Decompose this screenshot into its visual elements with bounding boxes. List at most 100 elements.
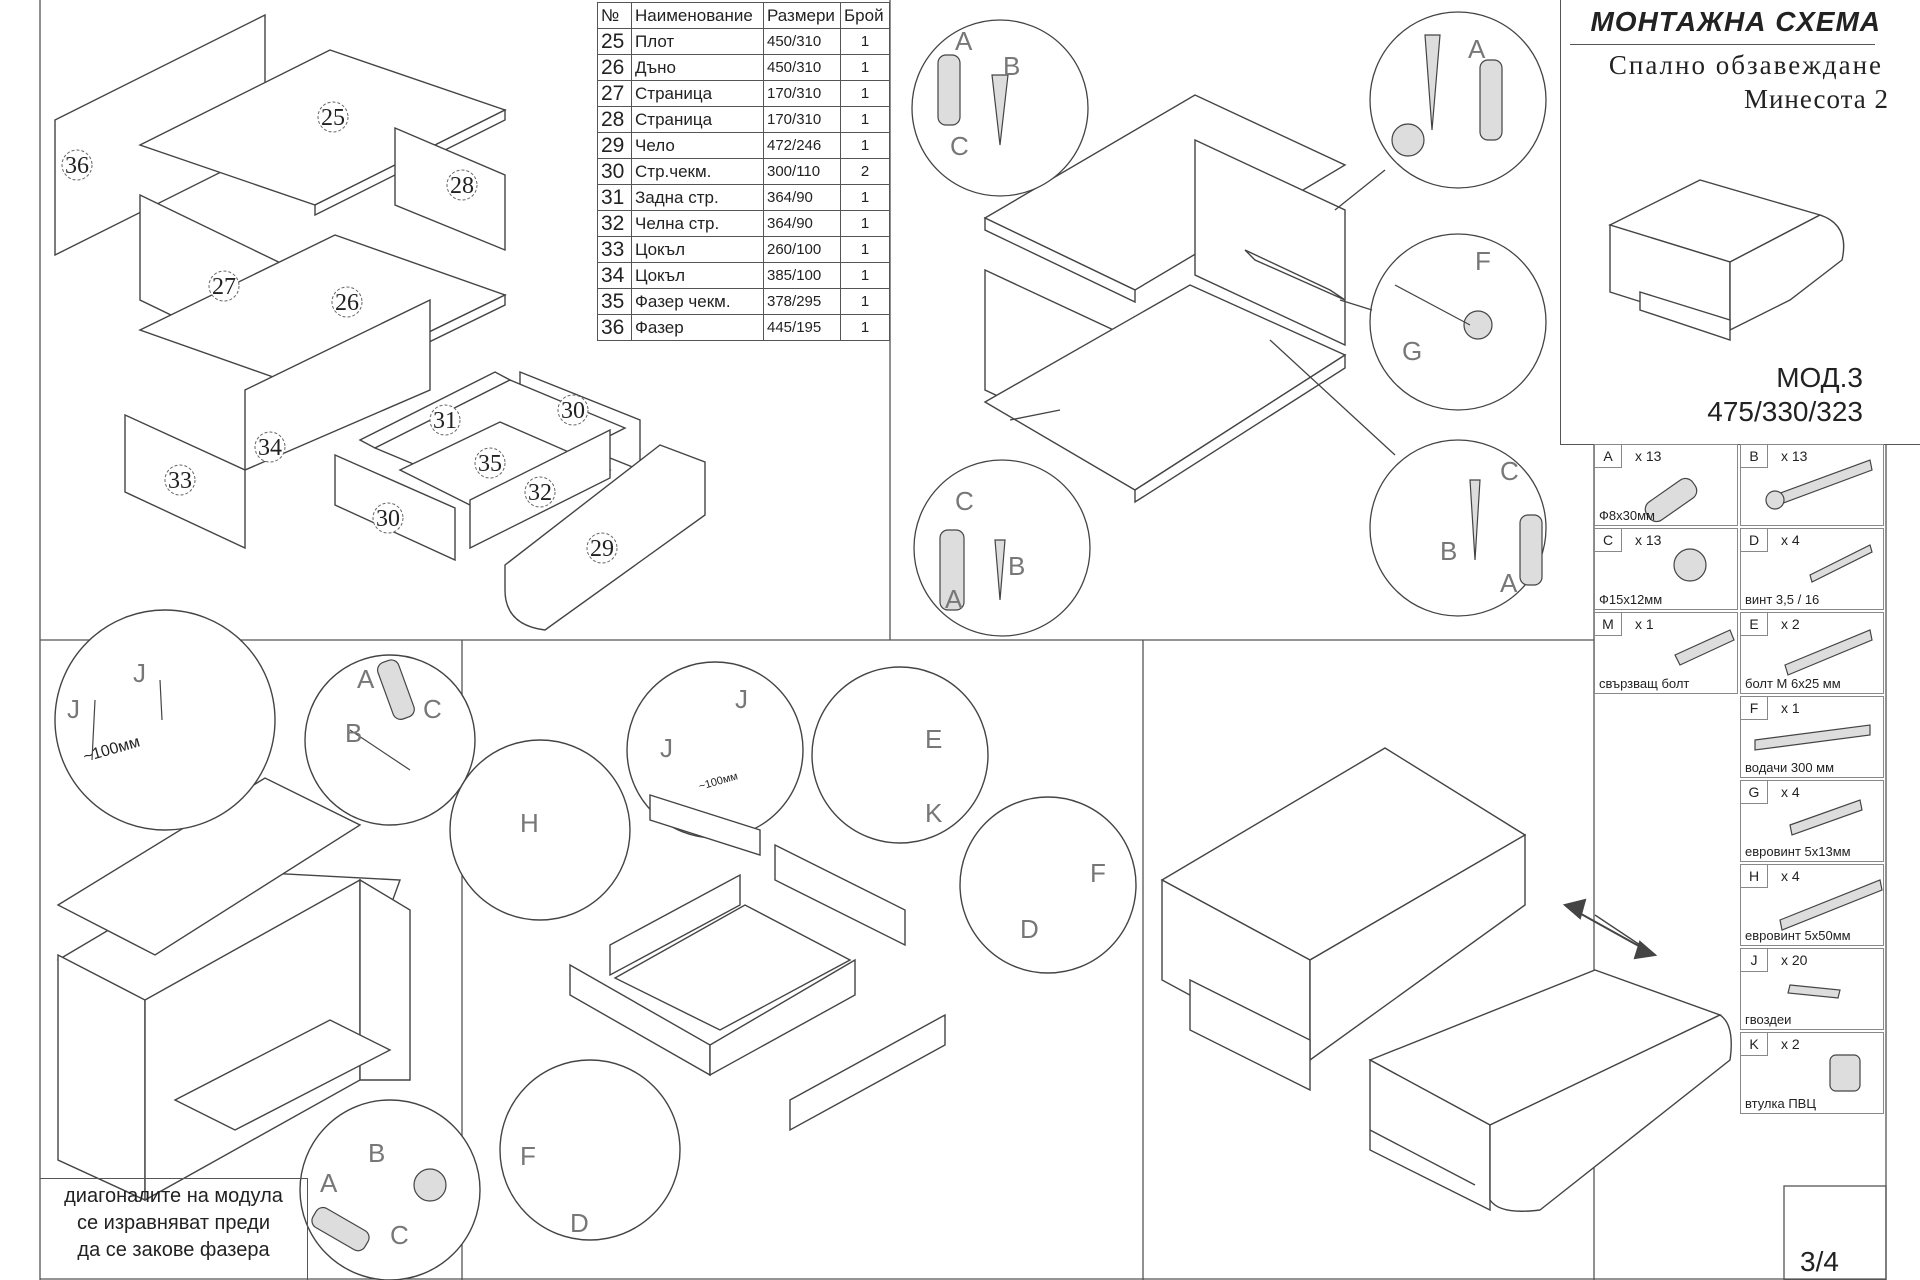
cell-qty: 1 xyxy=(840,54,890,81)
col-size: Размери xyxy=(763,2,841,29)
cell-name: Задна стр. xyxy=(631,184,764,211)
cell-qty: 1 xyxy=(840,236,890,263)
drawer-detail-circle-e xyxy=(811,666,989,844)
carcass-side-left xyxy=(57,953,146,1202)
cell-size: 472/246 xyxy=(763,132,841,159)
panel-34 xyxy=(244,298,431,472)
cell-no: 35 xyxy=(597,288,632,315)
parts-table-header: № Наименование Размери Брой xyxy=(597,2,890,29)
sheet-title: МОНТАЖНА СХЕМА xyxy=(1590,6,1881,37)
shelf xyxy=(173,1019,392,1131)
hardware-qty: x 4 xyxy=(1781,868,1800,884)
cell-size: 378/295 xyxy=(763,288,841,315)
detail-circle-2 xyxy=(1369,11,1547,189)
cell-qty: 1 xyxy=(840,288,890,315)
cell-qty: 1 xyxy=(840,28,890,55)
screw-detail-circle-2 xyxy=(299,1099,481,1280)
cell-qty: 1 xyxy=(840,106,890,133)
page-number: 3/4 xyxy=(1800,1246,1839,1277)
cell-size: 364/90 xyxy=(763,184,841,211)
cell-size: 170/310 xyxy=(763,80,841,107)
assembly-note-line-2: се изравняват преди xyxy=(76,1212,271,1234)
carcass-right xyxy=(359,878,411,1081)
carcass-side-back xyxy=(1194,138,1346,347)
cell-name: Плот xyxy=(631,28,764,55)
hardware-desc: евровинт 5x13мм xyxy=(1745,844,1851,859)
hardware-desc: свързващ болт xyxy=(1599,676,1690,691)
cell-qty: 1 xyxy=(840,80,890,107)
hardware-desc: водачи 300 мм xyxy=(1745,760,1835,775)
detail-circle-5 xyxy=(1369,439,1547,617)
cell-name: Фазер xyxy=(631,314,764,341)
model-name: Минесота 2 xyxy=(1743,84,1889,114)
hardware-desc: втулка ПВЦ xyxy=(1745,1096,1816,1111)
cell-size: 260/100 xyxy=(763,236,841,263)
hardware-code: F xyxy=(1741,697,1768,720)
title-block: МОНТАЖНА СХЕМА Спално обзавеждане Минесо… xyxy=(1560,0,1920,445)
module-dimensions: 475/330/323 xyxy=(1707,396,1863,427)
cell-no: 25 xyxy=(597,28,632,55)
panel-33 xyxy=(124,413,246,550)
cell-name: Чело xyxy=(631,132,764,159)
cell-name: Страница xyxy=(631,106,764,133)
hardware-code: J xyxy=(1741,949,1768,972)
hardware-code: G xyxy=(1741,781,1768,804)
nail-detail-circle xyxy=(54,609,276,831)
cell-no: 30 xyxy=(597,158,632,185)
cell-qty: 1 xyxy=(840,262,890,289)
cell-no: 34 xyxy=(597,262,632,289)
drawer-detail-circle-h xyxy=(449,739,631,921)
cell-no: 28 xyxy=(597,106,632,133)
drawer-rail xyxy=(1244,249,1346,301)
hardware-desc: гвоздеи xyxy=(1745,1012,1792,1027)
hardware-qty: x 4 xyxy=(1781,532,1800,548)
hardware-desc: болт М 6x25 мм xyxy=(1745,676,1841,691)
hardware-code: B xyxy=(1741,445,1768,468)
cell-size: 385/100 xyxy=(763,262,841,289)
col-name: Наименование xyxy=(631,2,764,29)
cell-name: Дъно xyxy=(631,54,764,81)
assembly-note-line-1: диагоналите на модула xyxy=(64,1185,283,1207)
collection-line: Спално обзавеждане xyxy=(1608,50,1883,80)
cell-no: 27 xyxy=(597,80,632,107)
hardware-code: K xyxy=(1741,1033,1768,1056)
hardware-code: D xyxy=(1741,529,1768,552)
cell-no: 29 xyxy=(597,132,632,159)
hardware-desc: Ф8x30мм xyxy=(1599,508,1655,523)
cell-name: Стр.чекм. xyxy=(631,158,764,185)
hardware-code: C xyxy=(1595,529,1622,552)
cell-size: 170/310 xyxy=(763,106,841,133)
col-qty: Брой xyxy=(840,2,890,29)
drawer-bottom xyxy=(613,904,852,1031)
cell-size: 364/90 xyxy=(763,210,841,237)
hardware-desc: винт 3,5 / 16 xyxy=(1745,592,1820,607)
cell-no: 32 xyxy=(597,210,632,237)
cell-size: 300/110 xyxy=(763,158,841,185)
title-underline xyxy=(1570,44,1875,45)
hardware-code: H xyxy=(1741,865,1768,888)
carcass-view xyxy=(983,94,1347,504)
assembly-note-line-3: да се закове фазера xyxy=(77,1239,270,1261)
cell-qty: 1 xyxy=(840,132,890,159)
hardware-qty: x 13 xyxy=(1635,532,1662,548)
cell-no: 33 xyxy=(597,236,632,263)
